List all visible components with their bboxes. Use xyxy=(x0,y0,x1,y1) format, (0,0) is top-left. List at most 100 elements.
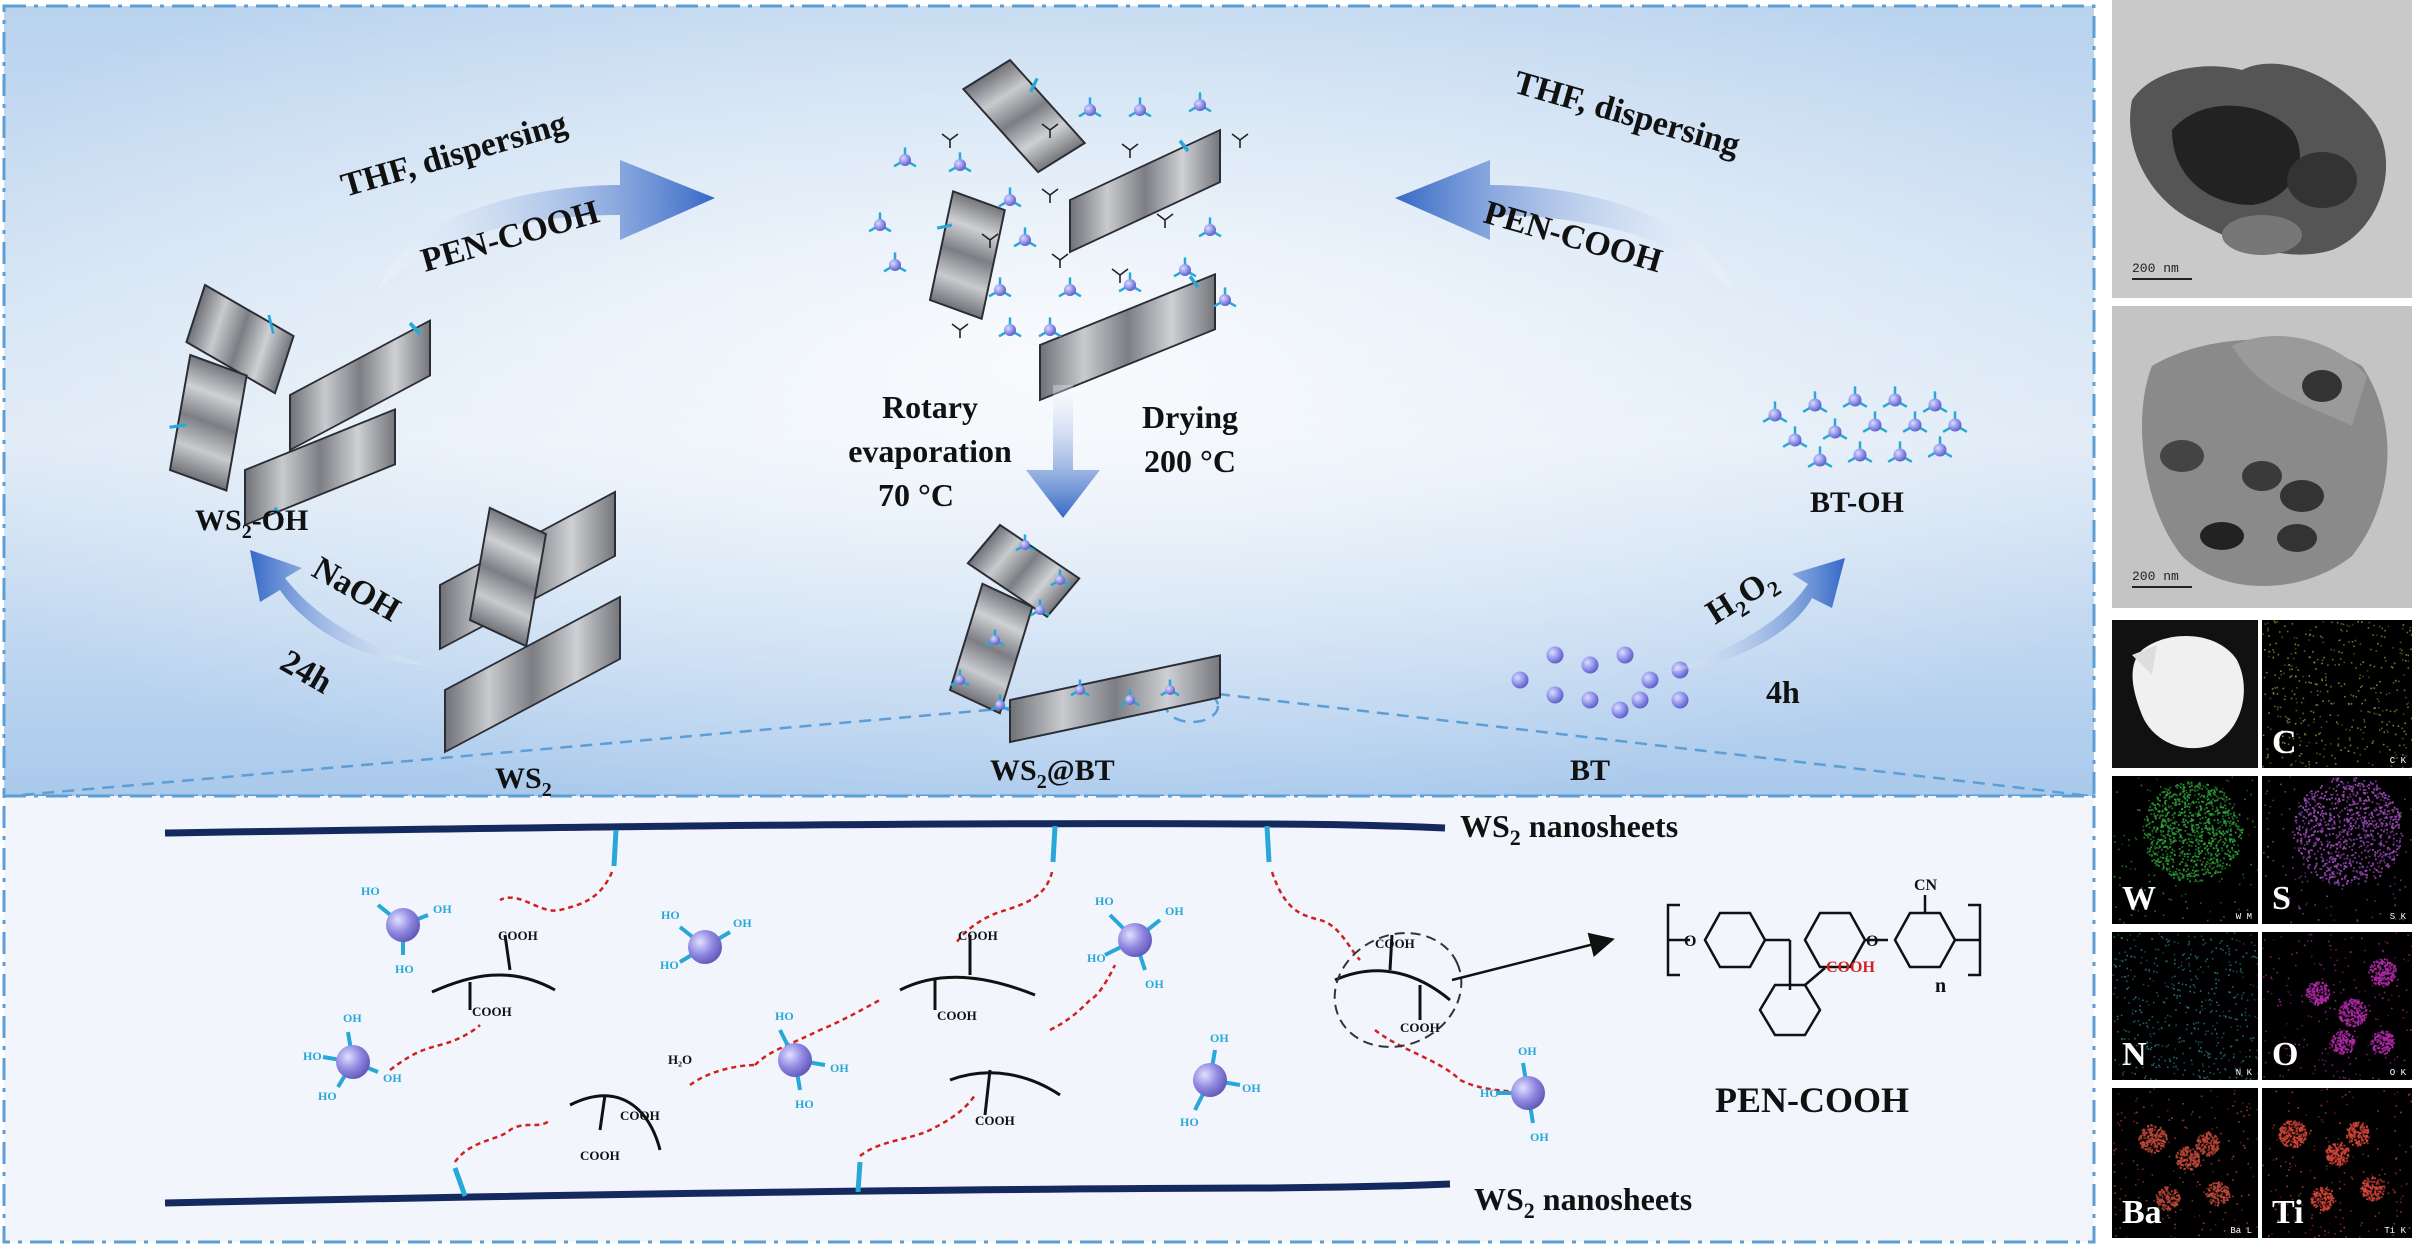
bt-oh-particle xyxy=(1927,436,1953,458)
eds-tag-w: W M xyxy=(2235,912,2252,922)
pen-fragment xyxy=(941,133,959,148)
eds-map-ti: Ti Ti K xyxy=(2262,1088,2412,1238)
eds-tag-ba: Ba L xyxy=(2230,1226,2252,1236)
eds-map-w: W W M xyxy=(2112,776,2258,924)
hydroxyl-label: OH xyxy=(383,1071,402,1085)
bt-oh-particle xyxy=(1762,401,1788,423)
bt-oh-particle xyxy=(1882,386,1908,408)
label-ws2-bt: WS2@BT xyxy=(990,754,1115,793)
label-nanosheets-bottom: WS2 nanosheets xyxy=(1474,1181,1692,1223)
hydroxyl-label: HO xyxy=(1480,1086,1499,1100)
hydroxyl-label: HO xyxy=(795,1097,814,1111)
eds-label-o: O xyxy=(2272,1036,2299,1073)
label-4h: 4h xyxy=(1766,674,1800,710)
pointer-arrow xyxy=(1451,932,1615,982)
bt-oh-particle xyxy=(1902,411,1928,433)
label-bt-oh: BT-OH xyxy=(1810,486,1904,519)
hydroxyl-label: OH xyxy=(1210,1031,1229,1045)
bt-oh-particle xyxy=(1213,287,1237,308)
bt-oh-particle xyxy=(893,147,917,168)
cooh-label: COOH xyxy=(580,1148,620,1163)
polymer-backbones xyxy=(431,934,1451,1151)
pen-fragment xyxy=(1041,188,1059,203)
eds-map-o: O O K xyxy=(2262,932,2412,1080)
pen-fragment xyxy=(1051,253,1069,268)
label-ws2-oh: WS2-OH xyxy=(195,504,308,543)
nanosheet-bottom xyxy=(164,1180,1451,1207)
bt-oh-particle xyxy=(998,187,1022,208)
tem-image-2: 200 nm xyxy=(2112,306,2412,608)
pen-fragment xyxy=(981,233,999,248)
cooh-label: COOH xyxy=(937,1008,977,1023)
detail-bt-oh-particles: HOOHHOHOOHHOOHHOHOOHHOOHHOHOOHHOOHOHOHHO… xyxy=(303,884,1549,1144)
hydroxyl-label: OH xyxy=(433,902,452,916)
bt-oh-particle xyxy=(1078,97,1102,118)
hydroxyl-label: OH xyxy=(1165,904,1184,918)
ws2-oh-sheets xyxy=(168,283,431,527)
cooh-label: COOH xyxy=(1375,936,1415,951)
bt-oh-particle xyxy=(1782,426,1808,448)
label-rotary-3: 70 °C xyxy=(878,477,954,513)
bt-particle xyxy=(1671,691,1689,709)
bt-oh-particle xyxy=(1120,689,1140,707)
label-rotary-1: Rotary xyxy=(882,389,978,425)
cooh-label: COOH xyxy=(472,1004,512,1019)
bt-oh-particle xyxy=(883,252,907,273)
structure-n: n xyxy=(1935,975,1946,997)
bt-oh-particle xyxy=(868,212,892,233)
structure-o-left: O xyxy=(1684,933,1696,950)
hydroxyl-label: OH xyxy=(830,1061,849,1075)
bt-particle xyxy=(1581,691,1599,709)
bt-oh-particle xyxy=(1030,599,1050,617)
bt-oh-particle xyxy=(985,629,1005,647)
pen-cooh-structure xyxy=(1666,895,1982,1037)
label-nanosheets-top: WS2 nanosheets xyxy=(1460,808,1678,850)
pen-fragment xyxy=(1041,123,1059,138)
bt-oh-particle xyxy=(1160,679,1180,697)
eds-label-c: C xyxy=(2272,724,2297,761)
arrow-naoh xyxy=(250,550,425,665)
hydroxyl-label: HO xyxy=(660,958,679,972)
bt-oh-particle xyxy=(990,694,1010,712)
bt-particle xyxy=(1546,686,1564,704)
eds-label-ti: Ti xyxy=(2272,1194,2304,1231)
highlight-ellipse xyxy=(1333,932,1463,1048)
pen-fragment xyxy=(1156,213,1174,228)
label-ws2: WS2 xyxy=(495,762,552,801)
eds-map-s: S S K xyxy=(2262,776,2412,924)
hydroxyl-label: HO xyxy=(1087,951,1106,965)
arrow-down xyxy=(1026,385,1100,518)
bt-oh-particle xyxy=(988,277,1012,298)
label-drying-1: Drying xyxy=(1142,399,1238,435)
eds-label-s: S xyxy=(2272,880,2291,917)
hydroxyl-label: HO xyxy=(318,1089,337,1103)
synthesis-scheme: THF, dispersing PEN-COOH THF, dispersing… xyxy=(2,4,2096,1244)
surface-hydroxyls xyxy=(452,825,1272,1197)
dispersed-sheets xyxy=(868,58,1249,402)
bt-oh-particle xyxy=(950,669,970,687)
bt-oh-particle xyxy=(998,317,1022,338)
bt-oh-particle xyxy=(1847,441,1873,463)
eds-tag-o: O K xyxy=(2389,1068,2406,1078)
arrow-h2o2 xyxy=(1665,558,1845,672)
eds-label-n: N xyxy=(2122,1036,2147,1073)
bt-oh-particle xyxy=(1118,272,1142,293)
hydroxyl-label: OH xyxy=(1145,977,1164,991)
hydroxyl-label: OH xyxy=(343,1011,362,1025)
bt-oh-particle xyxy=(1050,569,1070,587)
bt-oh-particle xyxy=(948,152,972,173)
cooh-label: COOH xyxy=(975,1113,1015,1128)
eds-label-ba: Ba xyxy=(2122,1194,2162,1231)
label-drying-2: 200 °C xyxy=(1144,443,1236,479)
eds-label-w: W xyxy=(2122,880,2156,917)
bt-particle xyxy=(1631,691,1649,709)
bottom-panel xyxy=(2,794,2096,1244)
eds-map-ba: Ba Ba L xyxy=(2112,1088,2258,1238)
cooh-label: COOH xyxy=(498,928,538,943)
pen-fragment xyxy=(1121,143,1139,158)
eds-map-c: C C K xyxy=(2262,620,2412,768)
structure-o-right: O xyxy=(1866,933,1878,950)
